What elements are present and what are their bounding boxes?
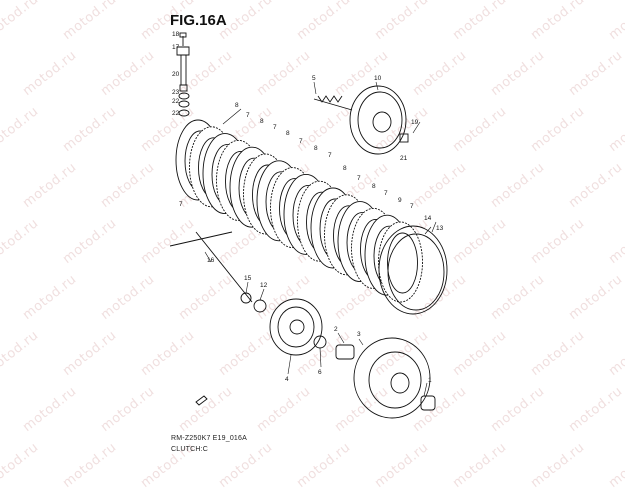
label-2: 2 [334,326,338,333]
label-21: 21 [400,155,408,162]
needle-bearing [313,335,355,360]
label-9: 9 [398,197,402,204]
label-8b: 8 [260,118,264,125]
direction-arrow-icon [195,395,208,406]
part-labels: 18 17 20 23 22 22 5 10 19 21 8 7 8 7 8 7… [172,31,444,384]
clutch-exploded-diagram: 18 17 20 23 22 22 5 10 19 21 8 7 8 7 8 7… [169,31,448,419]
label-8f: 8 [372,183,376,190]
label-7c: 7 [299,138,303,145]
label-8c: 8 [286,130,290,137]
label-20: 20 [172,71,180,78]
label-16: 16 [207,257,215,264]
clutch-housing-ring [378,225,448,315]
label-10: 10 [374,75,382,82]
label-22a: 22 [172,98,180,105]
label-6: 6 [318,369,322,376]
label-17: 17 [172,44,180,51]
label-4: 4 [285,376,289,383]
clutch-plate [378,221,423,303]
label-13: 13 [436,225,444,232]
label-7f: 7 [384,190,388,197]
primary-driven-gear [353,337,431,419]
clutch-plate-stack [175,119,423,303]
figure-title: FIG.16A [170,12,227,29]
figure-code: RM-Z250K7 E19_016A [171,435,247,442]
label-3: 3 [357,331,361,338]
label-7a: 7 [246,112,250,119]
spacer [420,395,436,411]
label-22b: 22 [172,110,180,117]
figure-name: CLUTCH:C [171,446,208,453]
label-7d: 7 [328,152,332,159]
label-12: 12 [260,282,268,289]
label-7b: 7 [273,124,277,131]
pressure-plate [313,85,409,155]
clutch-plate-inner [387,232,418,294]
label-23: 23 [172,89,180,96]
label-8: 8 [235,102,239,109]
label-7g: 7 [410,203,414,210]
push-rod [195,231,253,303]
label-7h: 7 [179,201,183,208]
label-8d: 8 [314,145,318,152]
release-lever-assembly [176,32,190,117]
label-14: 14 [424,215,432,222]
label-7e: 7 [357,175,361,182]
label-8e: 8 [343,165,347,172]
label-19: 19 [411,119,419,126]
clutch-sleeve-hub [269,298,323,356]
label-5: 5 [312,75,316,82]
label-18: 18 [172,31,180,38]
label-15: 15 [244,275,252,282]
label-1: 1 [428,377,432,384]
